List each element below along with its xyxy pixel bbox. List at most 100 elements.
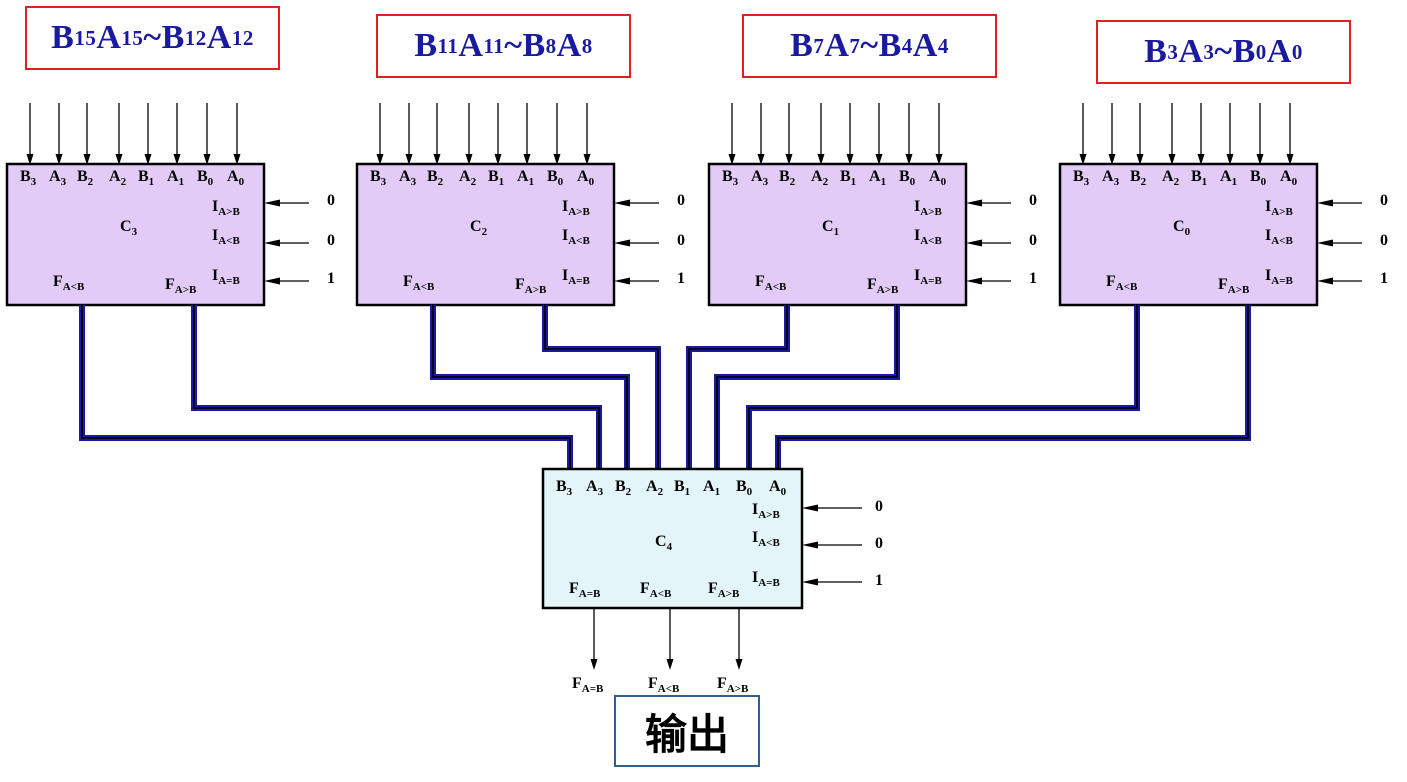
bus-line-core bbox=[748, 305, 1138, 470]
output-pin-label-f-agt: FA>B bbox=[515, 276, 547, 296]
chip-body bbox=[541, 467, 804, 610]
pin-label-b1: B1 bbox=[840, 168, 856, 188]
output-pin-label-f-agt: FA>B bbox=[1218, 276, 1250, 296]
input-arrow-A1-arrowhead bbox=[523, 154, 531, 165]
input-arrow-B2-arrowhead bbox=[785, 154, 793, 165]
cascade-input-value: 0 bbox=[1029, 192, 1037, 209]
pin-label-b3: B3 bbox=[556, 478, 573, 498]
final-output-label: FA>B bbox=[717, 675, 749, 695]
cascade-input-arrow-arrowhead bbox=[614, 239, 630, 247]
final-output-label: FA=B bbox=[572, 675, 604, 695]
pin-label-b2: B2 bbox=[427, 168, 444, 188]
input-arrow-B3-arrowhead bbox=[1079, 154, 1087, 165]
output-pin-label-f-agt: FA>B bbox=[867, 276, 899, 296]
pin-label-a0: A0 bbox=[1280, 168, 1298, 188]
cascade-input-arrow-arrowhead bbox=[614, 199, 630, 207]
input-arrow-B2-arrowhead bbox=[433, 154, 441, 165]
bus-line-core bbox=[777, 305, 1249, 470]
cascade-input-arrow-arrowhead bbox=[802, 578, 818, 586]
output-pin-label-f-alt: FA<B bbox=[1106, 273, 1138, 293]
input-arrow-A1-arrowhead bbox=[875, 154, 883, 165]
output-pin-label-f-alt: FA<B bbox=[53, 273, 85, 293]
pin-label-a2: A2 bbox=[1162, 168, 1180, 188]
pin-label-a3: A3 bbox=[1102, 168, 1120, 188]
pin-label-b0: B0 bbox=[899, 168, 916, 188]
chip-body bbox=[707, 162, 968, 307]
cascade-input-arrow-arrowhead bbox=[614, 277, 630, 285]
bus-line-core bbox=[688, 305, 788, 470]
pin-label-b1: B1 bbox=[674, 478, 690, 498]
bus-line-core bbox=[544, 305, 659, 470]
input-arrow-B0-arrowhead bbox=[203, 154, 211, 165]
pin-label-b2: B2 bbox=[615, 478, 632, 498]
input-arrow-A1-arrowhead bbox=[1226, 154, 1234, 165]
input-arrow-B2-arrowhead bbox=[1136, 154, 1144, 165]
input-arrow-A3-arrowhead bbox=[757, 154, 765, 165]
cascade-input-arrow-arrowhead bbox=[264, 239, 280, 247]
pin-label-b3: B3 bbox=[1073, 168, 1090, 188]
final-output-arrow-arrowhead bbox=[666, 659, 674, 670]
input-arrow-B1-arrowhead bbox=[494, 154, 502, 165]
input-arrow-B1-arrowhead bbox=[846, 154, 854, 165]
cascade-input-value: 0 bbox=[1380, 232, 1388, 249]
chip-body bbox=[1058, 162, 1319, 307]
cascade-pin-label: IA=B bbox=[212, 267, 240, 287]
cascade-pin-label: IA>B bbox=[752, 501, 780, 521]
cascade-input-arrow-arrowhead bbox=[1317, 239, 1333, 247]
final-output-label: FA<B bbox=[648, 675, 680, 695]
output-pin-label: FA<B bbox=[640, 580, 672, 600]
bus-line-core bbox=[716, 305, 898, 470]
cascade-pin-label: IA>B bbox=[212, 198, 240, 218]
cascade-input-arrow-arrowhead bbox=[1317, 199, 1333, 207]
input-arrow-B1-arrowhead bbox=[144, 154, 152, 165]
final-output-arrow-arrowhead bbox=[590, 659, 598, 670]
chip-name: C0 bbox=[1173, 218, 1191, 238]
cascade-input-arrow-arrowhead bbox=[966, 199, 982, 207]
bus-line bbox=[79, 305, 573, 470]
input-arrow-A2-arrowhead bbox=[115, 154, 123, 165]
cascade-pin-label: IA<B bbox=[562, 227, 590, 247]
cascade-input-arrow-arrowhead bbox=[1317, 277, 1333, 285]
chip-name: C4 bbox=[655, 533, 673, 553]
cascade-input-arrow-arrowhead bbox=[802, 504, 818, 512]
pin-label-a3: A3 bbox=[399, 168, 417, 188]
cascade-pin-label: IA>B bbox=[914, 198, 942, 218]
cascade-pin-label: IA=B bbox=[752, 569, 780, 589]
cascade-pin-label: IA=B bbox=[914, 267, 942, 287]
chip-body bbox=[355, 162, 616, 307]
cascade-input-value: 0 bbox=[677, 232, 685, 249]
cascade-input-value: 0 bbox=[875, 498, 883, 515]
cascade-input-value: 0 bbox=[327, 232, 335, 249]
input-arrow-B0-arrowhead bbox=[553, 154, 561, 165]
cascade-input-value: 1 bbox=[677, 270, 685, 287]
cascade-input-value: 0 bbox=[1029, 232, 1037, 249]
output-label-box: 输出 bbox=[614, 695, 760, 767]
input-arrow-A2-arrowhead bbox=[465, 154, 473, 165]
cascade-input-arrow-arrowhead bbox=[966, 277, 982, 285]
cascade-pin-label: IA=B bbox=[562, 267, 590, 287]
cascade-pin-label: IA<B bbox=[1265, 227, 1293, 247]
input-arrow-A0-arrowhead bbox=[1286, 154, 1294, 165]
pin-label-b3: B3 bbox=[722, 168, 739, 188]
cascade-pin-label: IA>B bbox=[1265, 198, 1293, 218]
pin-label-b0: B0 bbox=[547, 168, 564, 188]
chip-body bbox=[5, 162, 266, 307]
pin-label-a1: A1 bbox=[167, 168, 184, 188]
input-arrow-B0-arrowhead bbox=[905, 154, 913, 165]
cascade-pin-label: IA<B bbox=[914, 227, 942, 247]
cascade-pin-label: IA<B bbox=[752, 529, 780, 549]
bus-line bbox=[191, 305, 602, 470]
input-arrow-B3-arrowhead bbox=[376, 154, 384, 165]
pin-label-a2: A2 bbox=[646, 478, 664, 498]
cascade-input-value: 0 bbox=[677, 192, 685, 209]
cascade-input-arrow-arrowhead bbox=[966, 239, 982, 247]
pin-label-b1: B1 bbox=[1191, 168, 1207, 188]
pin-label-a0: A0 bbox=[769, 478, 787, 498]
